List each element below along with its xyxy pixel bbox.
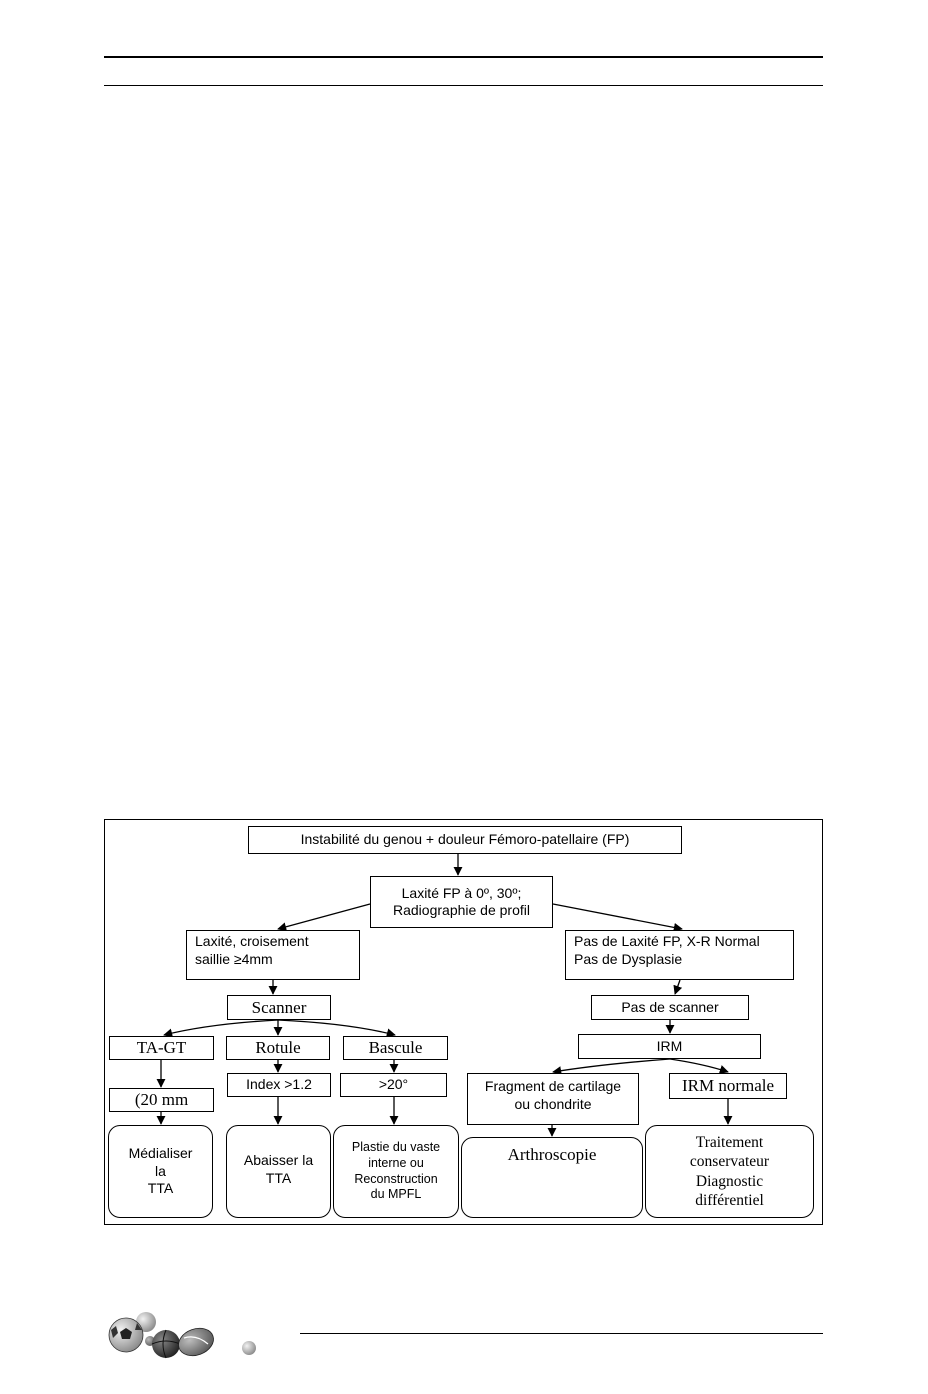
node-laxite-fp: Laxité FP à 0º, 30º; Radiographie de pro…: [370, 876, 553, 928]
node-instabilite: Instabilité du genou + douleur Fémoro-pa…: [248, 826, 682, 854]
node-traitement-conservateur: Traitement conservateur Diagnostic diffé…: [645, 1125, 814, 1218]
header-rule-top: [104, 56, 823, 58]
node-plastie-mpfl: Plastie du vaste interne ou Reconstructi…: [333, 1125, 459, 1218]
node-bascule: Bascule: [343, 1036, 448, 1060]
node-rotule: Rotule: [226, 1036, 330, 1060]
node-medialiser-tta: Médialiser la TTA: [108, 1125, 213, 1218]
node-20-mm: (20 mm: [109, 1088, 214, 1112]
node-index: Index >1.2: [227, 1073, 331, 1097]
node-20-degrees: >20°: [340, 1073, 447, 1097]
node-fragment-cartilage: Fragment de cartilage ou chondrite: [467, 1073, 639, 1125]
node-pas-de-scanner: Pas de scanner: [591, 995, 749, 1020]
node-irm: IRM: [578, 1034, 761, 1059]
node-ta-gt: TA-GT: [109, 1036, 214, 1060]
node-laxite-croisement: Laxité, croisement saillie ≥4mm: [186, 930, 360, 980]
node-pas-de-laxite: Pas de Laxité FP, X-R Normal Pas de Dysp…: [565, 930, 794, 980]
node-arthroscopie: Arthroscopie: [461, 1137, 643, 1218]
sports-balls-icon: [108, 1312, 256, 1359]
node-scanner: Scanner: [227, 995, 331, 1020]
header-rule-bottom: [104, 85, 823, 86]
node-abaisser-tta: Abaisser la TTA: [226, 1125, 331, 1218]
footer-rule: [300, 1333, 823, 1334]
flowchart-frame: [104, 819, 823, 1225]
node-irm-normale: IRM normale: [669, 1073, 787, 1099]
